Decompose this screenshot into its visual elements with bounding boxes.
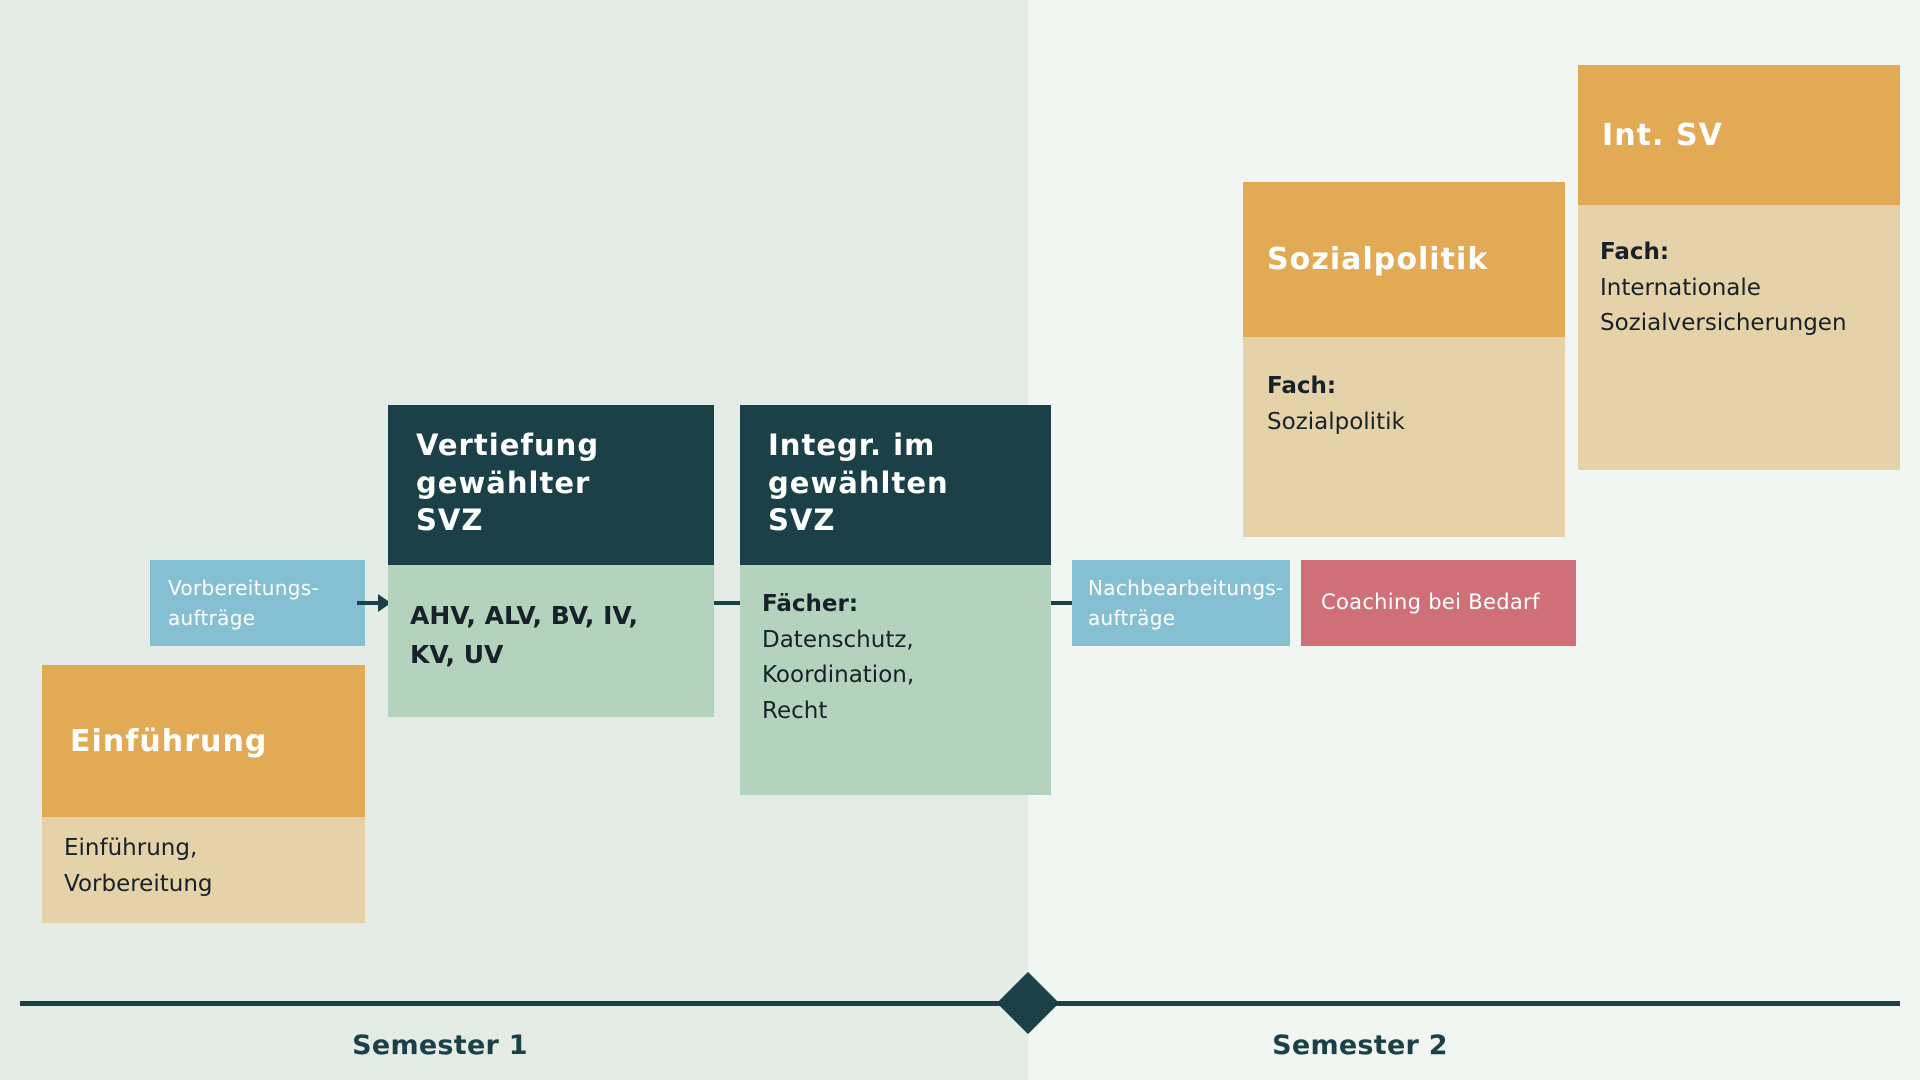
chip-coaching-bei-bedarf-line1: Coaching bei Bedarf — [1321, 590, 1540, 615]
card-integration-title-line2: gewählten — [768, 465, 949, 500]
card-int-sv-body: Fach: Internationale Sozialversicherunge… — [1578, 205, 1900, 470]
card-integration[interactable]: Integr. im gewählten SVZ Fächer: Datensc… — [740, 405, 1051, 795]
card-sozialpolitik-title: Sozialpolitik — [1267, 242, 1489, 277]
card-integration-title-line3: SVZ — [768, 503, 836, 538]
card-vertiefung-body: AHV, ALV, BV, IV, KV, UV — [388, 565, 714, 717]
card-vertiefung-body-line1: AHV, ALV, BV, IV, — [410, 601, 639, 630]
chip-vorbereitungsauftraege-line1: Vorbereitungs- — [168, 576, 319, 600]
card-einfuehrung-title: Einführung — [70, 723, 268, 759]
chip-vorbereitungsauftraege-line2: aufträge — [168, 606, 256, 630]
card-vertiefung-header: Vertiefung gewählter SVZ — [388, 405, 714, 565]
card-sozialpolitik-body: Fach: Sozialpolitik — [1243, 337, 1565, 537]
timeline-axis — [20, 1001, 1900, 1006]
card-sozialpolitik-body-label: Fach: — [1267, 373, 1337, 399]
chip-nachbearbeitungsauftraege-line1: Nachbearbeitungs- — [1088, 576, 1284, 600]
card-integration-title-line1: Integr. im — [768, 428, 936, 462]
card-int-sv-body-label: Fach: — [1600, 239, 1670, 265]
card-einfuehrung-body-line1: Einführung, — [64, 835, 198, 861]
card-int-sv[interactable]: Int. SV Fach: Internationale Sozialversi… — [1578, 65, 1900, 470]
card-vertiefung-title-line2: gewählter — [416, 465, 591, 500]
card-int-sv-body-line1: Internationale — [1600, 274, 1761, 301]
chip-vorbereitungsauftraege[interactable]: Vorbereitungs- aufträge — [150, 560, 365, 646]
card-vertiefung-title-line1: Vertiefung — [416, 428, 600, 462]
card-int-sv-header: Int. SV — [1578, 65, 1900, 205]
card-vertiefung[interactable]: Vertiefung gewählter SVZ AHV, ALV, BV, I… — [388, 405, 714, 717]
chip-nachbearbeitungsauftraege[interactable]: Nachbearbeitungs- aufträge — [1072, 560, 1290, 646]
card-sozialpolitik-body-line1: Sozialpolitik — [1267, 408, 1405, 435]
card-sozialpolitik[interactable]: Sozialpolitik Fach: Sozialpolitik — [1243, 182, 1565, 537]
card-vertiefung-body-line2: KV, UV — [410, 639, 504, 669]
card-einfuehrung[interactable]: Einführung Einführung, Vorbereitung — [42, 665, 365, 923]
card-integration-body-line2: Koordination, — [762, 662, 915, 689]
card-einfuehrung-header: Einführung — [42, 665, 365, 817]
card-vertiefung-title-line3: SVZ — [416, 503, 484, 538]
card-int-sv-body-line2: Sozialversicherungen — [1600, 310, 1847, 337]
card-integration-body-line3: Recht — [762, 697, 828, 724]
timeline-label-semester-1: Semester 1 — [352, 1030, 528, 1061]
chip-coaching-bei-bedarf[interactable]: Coaching bei Bedarf — [1301, 560, 1576, 646]
card-int-sv-title: Int. SV — [1602, 117, 1723, 153]
card-integration-header: Integr. im gewählten SVZ — [740, 405, 1051, 565]
card-integration-body: Fächer: Datenschutz, Koordination, Recht — [740, 565, 1051, 795]
card-integration-body-label: Fächer: — [762, 591, 859, 617]
chip-nachbearbeitungsauftraege-line2: aufträge — [1088, 606, 1176, 630]
connector-vertiefung-to-integration — [714, 601, 742, 605]
card-einfuehrung-body: Einführung, Vorbereitung — [42, 817, 365, 923]
timeline-label-semester-2: Semester 2 — [1272, 1030, 1448, 1061]
card-integration-body-line1: Datenschutz, — [762, 626, 914, 653]
card-sozialpolitik-header: Sozialpolitik — [1243, 182, 1565, 337]
card-einfuehrung-body-line2: Vorbereitung — [64, 870, 213, 897]
